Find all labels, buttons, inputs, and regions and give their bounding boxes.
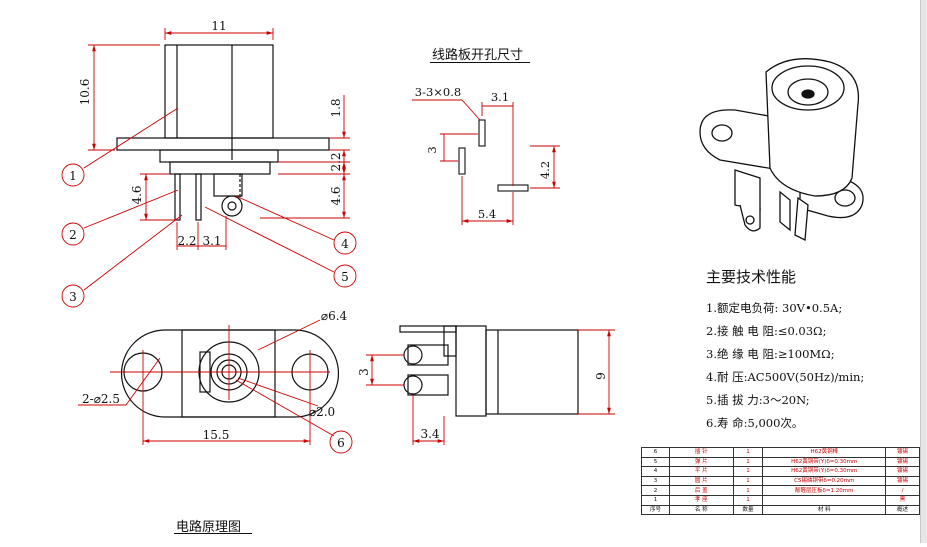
top-view-labels: 11 10.6 1.8 2.2 4.6 4.6 2.2 3.1 1 2 3 4 … xyxy=(69,19,349,304)
front-view-labels: 2-⌀2.5 ⌀6.4 ⌀2.0 15.5 6 xyxy=(82,309,348,450)
bom-no: 6 xyxy=(641,447,670,458)
dim-bore: ⌀6.4 xyxy=(321,309,348,323)
bom-no: 3 xyxy=(641,475,670,487)
dim-d2: 4.6 xyxy=(329,186,343,205)
dim-length: 15.5 xyxy=(203,428,230,442)
side-view-dimensions xyxy=(366,329,615,445)
bom-finish: / xyxy=(885,485,920,496)
balloon-4: 4 xyxy=(341,237,349,251)
dim-hole-a: 3.1 xyxy=(491,90,509,104)
dim-pin: ⌀2.0 xyxy=(309,405,335,419)
table-row: 6 插 针 1 H62黄铜棒 镀锡 xyxy=(641,447,920,458)
bom-material: H62黄铜带(Y)δ=0.30mm xyxy=(762,456,887,468)
front-view xyxy=(120,329,340,418)
dim-pin-a: 2.2 xyxy=(177,234,196,248)
hole-layout-title-underline xyxy=(430,62,530,63)
dim-side-height: 9 xyxy=(594,372,608,380)
table-row: 3 圆 片 1 C5锡磷铜带δ=0.20mm 镀锡 xyxy=(641,475,920,487)
bom-header-name: 名 称 xyxy=(668,504,734,516)
side-view-labels: 9 3 3.4 xyxy=(357,368,608,441)
dim-d3: 4.6 xyxy=(130,185,144,204)
hole-layout-labels: 3-3×0.8 3.1 3 4.2 5.4 xyxy=(415,85,552,221)
table-row: 5 弹 片 1 H62黄铜带(Y)δ=0.30mm 镀锡 xyxy=(641,456,920,468)
bom-qty: 1 xyxy=(732,494,764,506)
bom-material: H62黄铜带(Y)δ=0.30mm xyxy=(762,466,887,477)
hole-layout xyxy=(458,119,529,192)
front-view-dimensions xyxy=(78,319,353,454)
circuit-title-underline xyxy=(174,533,252,534)
bom-name: 圆 片 xyxy=(668,475,734,487)
bom-name: 后 盖 xyxy=(668,485,734,496)
side-view xyxy=(399,325,579,417)
isometric-view xyxy=(699,58,864,242)
bom-name: 插 针 xyxy=(668,447,734,458)
dim-pin-b: 3.1 xyxy=(202,234,221,248)
bom-name: 弹 片 xyxy=(668,456,734,468)
balloon-3: 3 xyxy=(69,290,77,304)
bom-material: H62黄铜棒 xyxy=(762,447,887,458)
balloon-2: 2 xyxy=(69,228,77,242)
top-view-dimensions xyxy=(61,28,357,308)
bom-no: 5 xyxy=(641,456,670,468)
bom-no: 2 xyxy=(641,485,670,496)
bom-finish: 镀锡 xyxy=(885,475,920,487)
balloon-6: 6 xyxy=(337,436,345,450)
bom-finish: 镀锡 xyxy=(885,447,920,458)
dim-pin-gap: 3 xyxy=(357,368,371,376)
bom-finish: 镀锡 xyxy=(885,456,920,468)
dim-foot: 3.4 xyxy=(420,427,439,441)
bom-qty: 1 xyxy=(732,485,764,496)
hole-layout-dimensions xyxy=(412,99,560,225)
bom-no: 4 xyxy=(641,466,670,477)
balloon-1: 1 xyxy=(69,169,77,183)
scrollbar[interactable] xyxy=(920,0,927,543)
bom-qty: 1 xyxy=(732,475,764,487)
spec-item-6: 6.寿 命:5,000次。 xyxy=(706,416,804,430)
dim-hole-d: 5.4 xyxy=(478,207,496,221)
bill-of-materials: 6 插 针 1 H62黄铜棒 镀锡 5 弹 片 1 H62黄铜带(Y)δ=0.3… xyxy=(641,447,920,516)
dim-flange: 1.8 xyxy=(329,98,343,117)
dim-holes: 3-3×0.8 xyxy=(415,85,461,99)
bom-name: 孝 座 xyxy=(668,494,734,506)
bom-qty: 1 xyxy=(732,447,764,458)
spec-item-5: 5.插 拔 力:3～20N; xyxy=(706,393,810,407)
circuit-title: 电路原理图 xyxy=(176,520,242,535)
dim-width: 11 xyxy=(211,19,226,33)
bom-material: C5锡磷铜带δ=0.20mm xyxy=(762,475,887,487)
table-row: 2 后 盖 1 酚醛层压板δ=1.20mm / xyxy=(641,485,920,496)
bom-finish: 黑 xyxy=(885,494,920,506)
top-view xyxy=(116,44,330,221)
bom-no: 1 xyxy=(641,494,670,506)
bom-header-no: 序号 xyxy=(641,504,670,516)
bom-header-qty: 数量 xyxy=(732,504,764,516)
dim-d1: 2.2 xyxy=(329,152,343,171)
spec-item-4: 4.耐 压:AC500V(50Hz)/min; xyxy=(706,370,865,384)
hole-layout-title: 线路板开孔尺寸 xyxy=(432,48,524,63)
dim-hole-b: 3 xyxy=(425,146,439,153)
table-row: 1 孝 座 1 黑 xyxy=(641,494,920,506)
spec-item-2: 2.接 触 电 阻:≤0.03Ω; xyxy=(706,324,827,338)
bom-header-material: 材 料 xyxy=(762,504,887,516)
dim-mount-holes: 2-⌀2.5 xyxy=(82,392,120,406)
spec-item-1: 1.额定电负荷: 30V•0.5A; xyxy=(706,301,843,315)
table-row: 4 平 片 1 H62黄铜带(Y)δ=0.30mm 镀锡 xyxy=(641,466,920,477)
specs-title: 主要技术性能 xyxy=(706,268,797,286)
bom-material xyxy=(762,494,887,506)
table-header-row: 序号 名 称 数量 材 料 概述 xyxy=(641,504,920,516)
bom-material: 酚醛层压板δ=1.20mm xyxy=(762,485,887,496)
bom-name: 平 片 xyxy=(668,466,734,477)
balloon-5: 5 xyxy=(341,270,349,284)
bom-header-finish: 概述 xyxy=(885,504,920,516)
bom-qty: 1 xyxy=(732,456,764,468)
spec-item-3: 3.绝 缘 电 阻:≥100MΩ; xyxy=(706,347,835,361)
dim-height: 10.6 xyxy=(78,79,92,106)
bom-qty: 1 xyxy=(732,466,764,477)
bom-finish: 镀锡 xyxy=(885,466,920,477)
dim-hole-c: 4.2 xyxy=(538,161,552,179)
